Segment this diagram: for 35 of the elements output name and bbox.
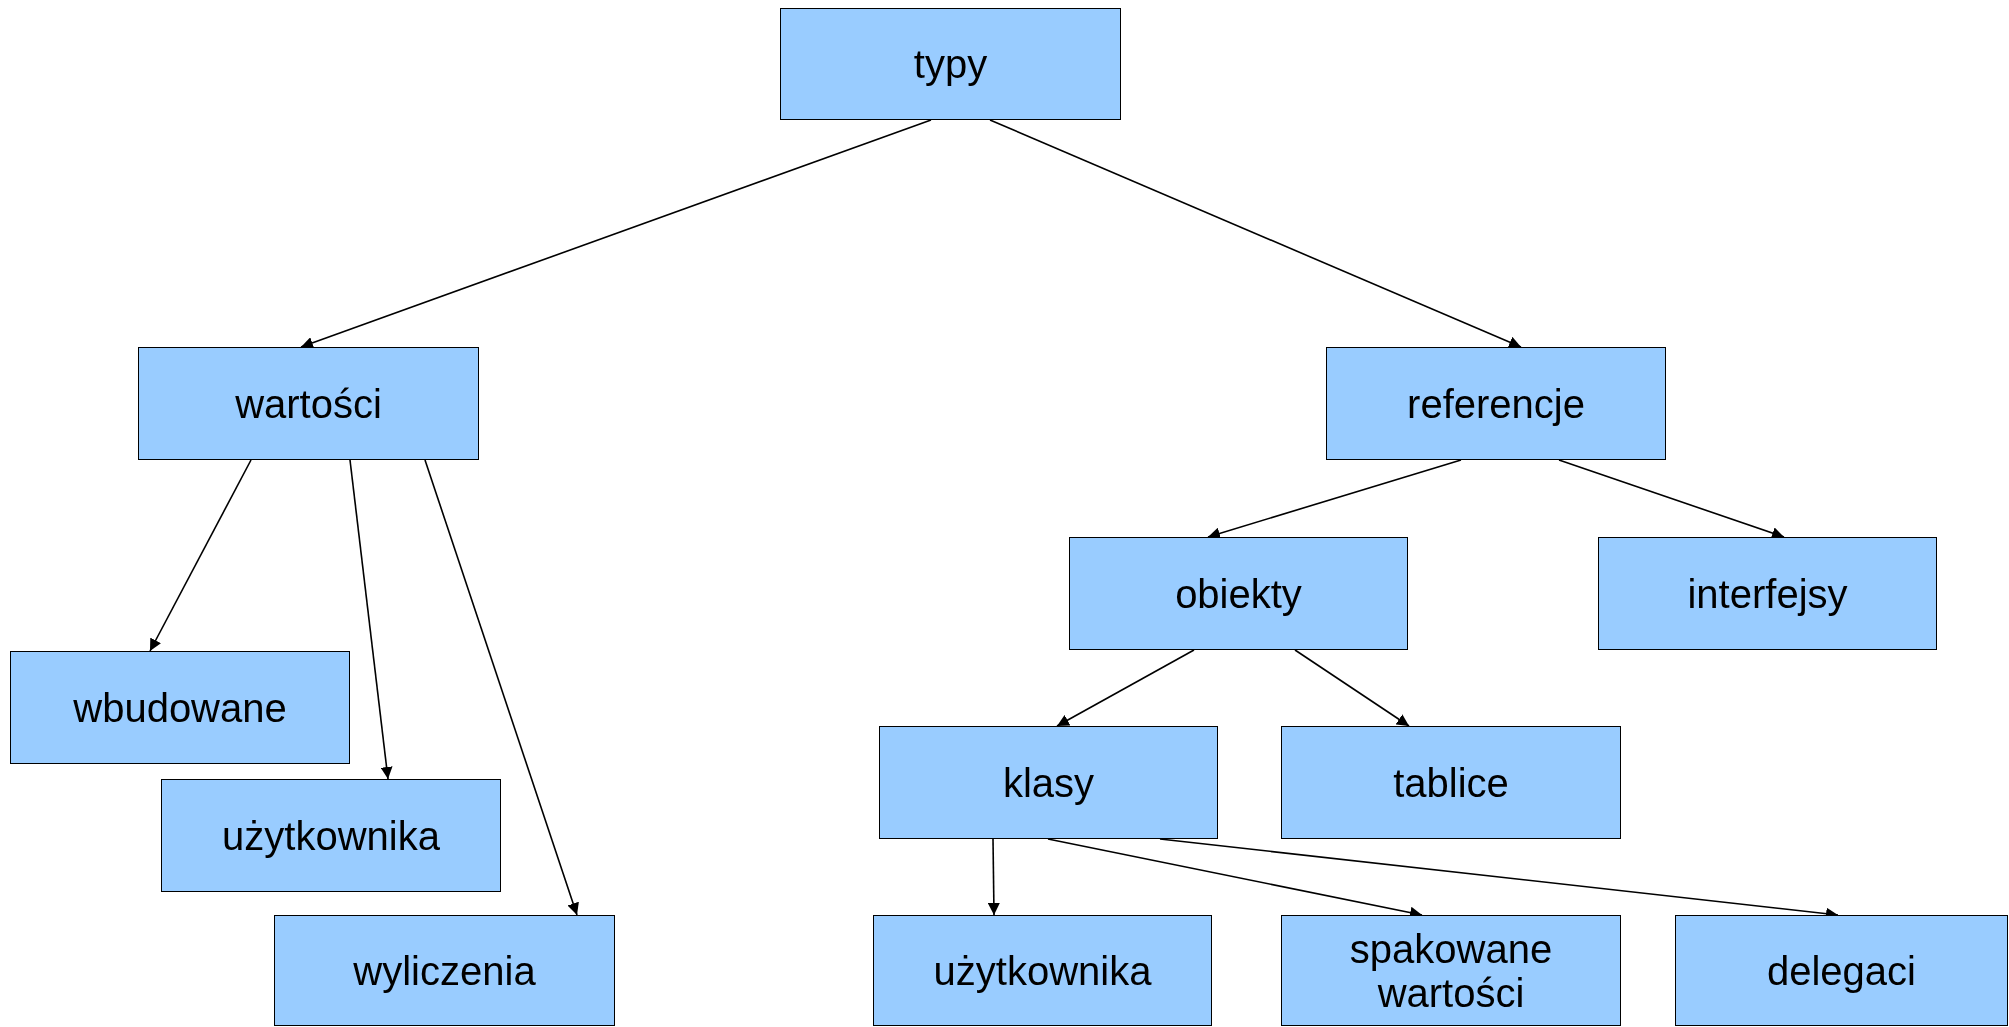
box-label: użytkownika xyxy=(221,813,441,858)
box-label: wartości xyxy=(234,381,383,426)
category-box xyxy=(1598,537,1937,650)
category-box xyxy=(161,779,501,892)
category-box xyxy=(1069,537,1408,650)
arrow xyxy=(1558,459,1785,539)
category-box xyxy=(1326,347,1666,460)
category-box xyxy=(780,8,1121,120)
box-label: referencje xyxy=(1406,381,1586,426)
box-label: wbudowane xyxy=(72,685,288,730)
category-box xyxy=(873,915,1212,1026)
box-label: wyliczenia xyxy=(352,948,537,993)
arrow xyxy=(1056,649,1195,727)
box-label: spakowane wartości xyxy=(1348,926,1554,1015)
category-box xyxy=(10,651,350,764)
box-label: użytkownika xyxy=(932,948,1153,993)
box-label: klasy xyxy=(1001,760,1096,805)
arrow xyxy=(149,459,252,652)
box-label: tablice xyxy=(1392,760,1510,805)
category-box xyxy=(1281,915,1621,1026)
arrow xyxy=(300,119,932,349)
box-label: delegaci xyxy=(1766,948,1917,993)
arrow xyxy=(424,459,579,916)
arrow xyxy=(1294,649,1410,727)
arrow xyxy=(987,838,1000,916)
category-box xyxy=(1675,915,2008,1026)
box-label: interfejsy xyxy=(1686,571,1849,616)
arrow xyxy=(349,459,393,780)
box-label: typy xyxy=(912,42,989,86)
arrow xyxy=(989,119,1522,348)
category-box xyxy=(1281,726,1621,839)
category-box xyxy=(879,726,1218,839)
box-label: obiekty xyxy=(1174,571,1303,616)
category-box xyxy=(138,347,479,460)
category-box xyxy=(274,915,615,1026)
